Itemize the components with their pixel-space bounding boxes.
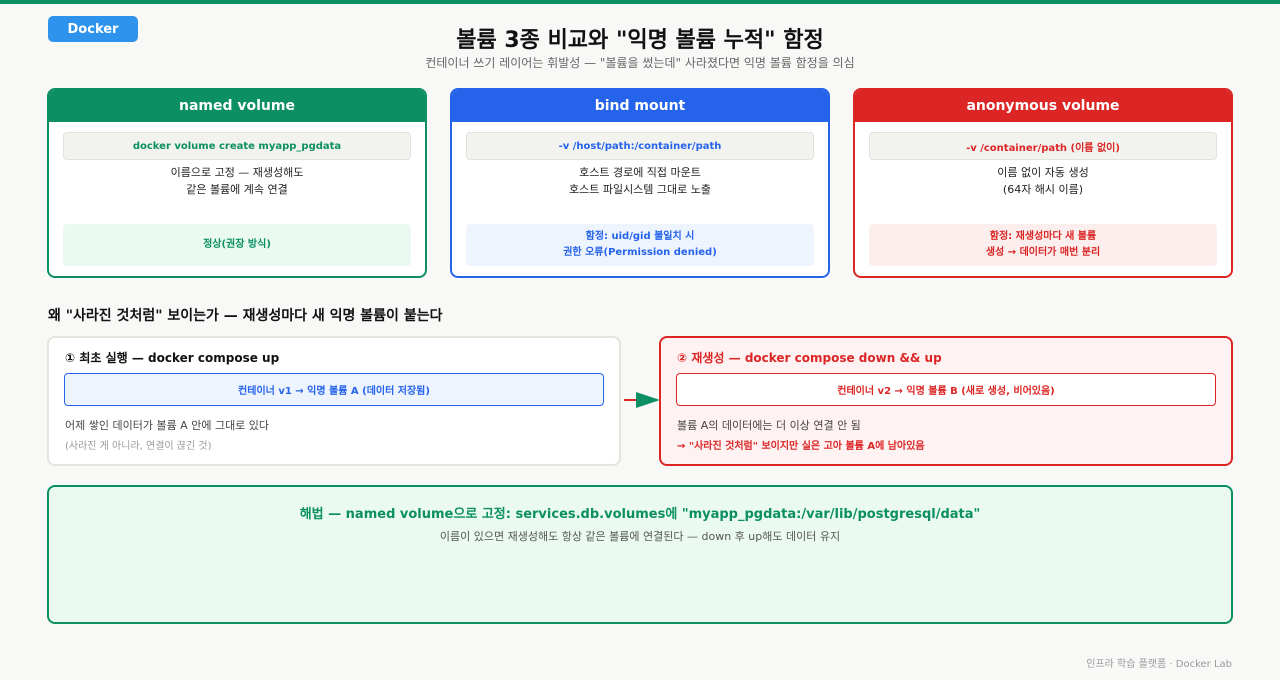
card-title: anonymous volume (855, 90, 1231, 122)
page-subtitle: 컨테이너 쓰기 레이어는 휘발성 — "볼륨을 썼는데" 사라졌다면 익명 볼륨… (425, 56, 855, 70)
card-command: docker volume create myapp_pgdata (63, 132, 411, 160)
card-note-line: 함정: 재생성마다 새 볼륨 (989, 231, 1097, 242)
step-title: ② 재생성 — docker compose down && up (677, 351, 942, 365)
card-note-line: 권한 오류(Permission denied) (563, 247, 717, 258)
card-named-volume: named volume docker volume create myapp_… (47, 88, 427, 278)
footer-credit: 인프라 학습 플랫폼 · Docker Lab (1086, 659, 1232, 670)
step-first-run: ① 최초 실행 — docker compose up 컨테이너 v1 → 익명… (47, 336, 621, 466)
card-description: 이름 없이 자동 생성 (64자 해시 이름) (855, 164, 1231, 198)
step-note: → "사라진 것처럼" 보이지만 실은 고아 볼륨 A에 남아있음 (677, 441, 925, 452)
card-description-line: 이름으로 고정 — 재생성해도 (170, 166, 304, 179)
card-title: named volume (49, 90, 425, 122)
section-title: 왜 "사라진 것처럼" 보이는가 — 재생성마다 새 익명 볼륨이 붙는다 (48, 308, 443, 324)
page-title: 볼륨 3종 비교와 "익명 볼륨 누적" 함정 (456, 28, 824, 53)
docker-badge: Docker (48, 16, 138, 42)
card-description-line: (64자 해시 이름) (1002, 183, 1084, 196)
card-command: -v /host/path:/container/path (466, 132, 814, 160)
card-description-line: 이름 없이 자동 생성 (997, 166, 1089, 179)
step-container-box: 컨테이너 v2 → 익명 볼륨 B (새로 생성, 비어있음) (676, 373, 1216, 406)
card-note-line: 생성 → 데이터가 매번 분리 (985, 247, 1101, 258)
step-title: ① 최초 실행 — docker compose up (65, 351, 280, 365)
card-command: -v /container/path (이름 없이) (869, 132, 1217, 160)
step-note: (사라진 게 아니라, 연결이 끊긴 것) (65, 441, 212, 452)
solution-title: 해법 — named volume으로 고정: services.db.volu… (299, 507, 981, 522)
step-container-box: 컨테이너 v1 → 익명 볼륨 A (데이터 저장됨) (64, 373, 604, 406)
arrow-right-icon (624, 392, 660, 408)
step-description: 볼륨 A의 데이터에는 더 이상 연결 안 됨 (677, 419, 861, 432)
step-description: 어제 쌓인 데이터가 볼륨 A 안에 그대로 있다 (65, 419, 270, 432)
step-recreate: ② 재생성 — docker compose down && up 컨테이너 v… (659, 336, 1233, 466)
top-accent-bar (0, 0, 1280, 4)
card-note-line: 정상(권장 방식) (203, 239, 271, 250)
card-description: 호스트 경로에 직접 마운트 호스트 파일시스템 그대로 노출 (452, 164, 828, 198)
solution-panel: 해법 — named volume으로 고정: services.db.volu… (47, 485, 1233, 624)
card-bind-mount: bind mount -v /host/path:/container/path… (450, 88, 830, 278)
card-title: bind mount (452, 90, 828, 122)
card-description-line: 같은 볼륨에 계속 연결 (186, 183, 288, 196)
card-description-line: 호스트 경로에 직접 마운트 (579, 166, 701, 179)
card-description: 이름으로 고정 — 재생성해도 같은 볼륨에 계속 연결 (49, 164, 425, 198)
solution-subtitle: 이름이 있으면 재생성해도 항상 같은 볼륨에 연결된다 — down 후 up… (439, 530, 841, 543)
card-note: 함정: 재생성마다 새 볼륨 생성 → 데이터가 매번 분리 (869, 224, 1217, 266)
card-note-line: 함정: uid/gid 불일치 시 (585, 231, 695, 242)
card-description-line: 호스트 파일시스템 그대로 노출 (568, 183, 712, 196)
card-note: 정상(권장 방식) (63, 224, 411, 266)
card-note: 함정: uid/gid 불일치 시 권한 오류(Permission denie… (466, 224, 814, 266)
card-anonymous-volume: anonymous volume -v /container/path (이름 … (853, 88, 1233, 278)
